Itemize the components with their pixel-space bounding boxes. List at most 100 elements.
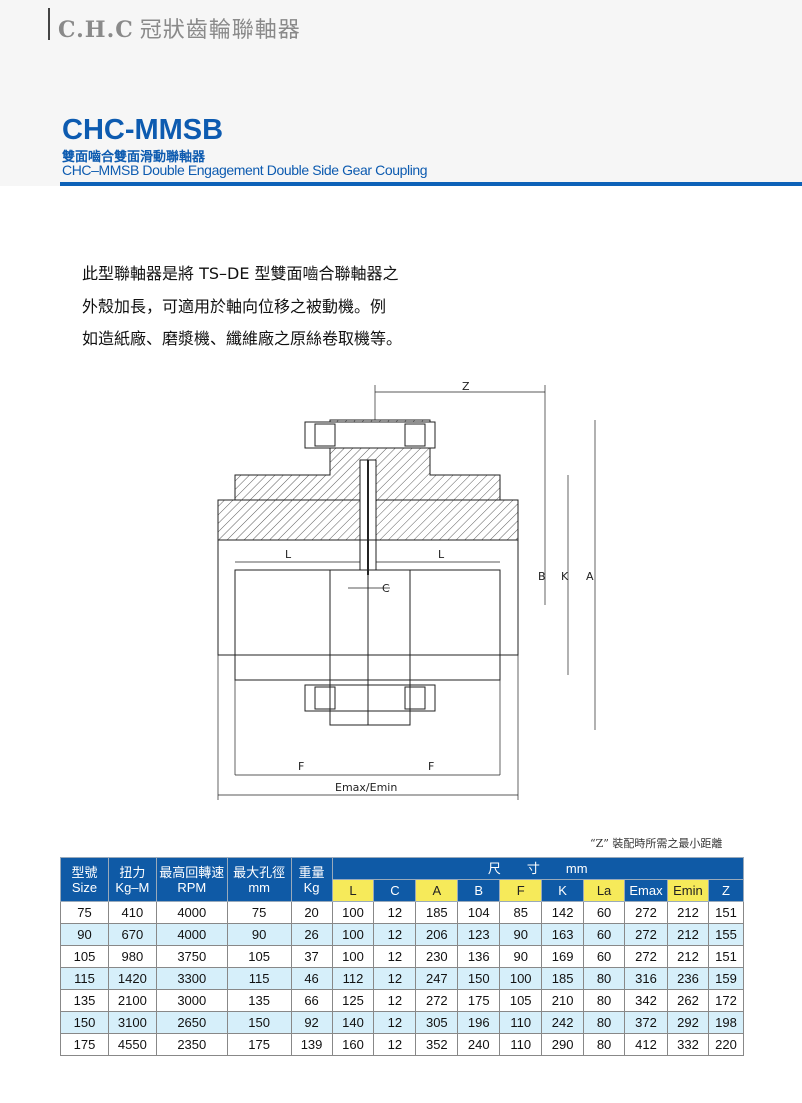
table-cell: 2650: [155, 1011, 228, 1034]
header-dim-l: L: [331, 879, 375, 902]
subtitle-cn: 雙面嚙合雙面滑動聯軸器: [62, 149, 206, 164]
table-cell: 75: [226, 901, 292, 924]
table-cell: 2100: [107, 989, 157, 1012]
table-cell: 305: [415, 1011, 459, 1034]
table-cell: 60: [583, 901, 626, 924]
table-cell: 175: [226, 1033, 292, 1056]
subtitle-en: CHC–MMSB Double Engagement Double Side G…: [62, 162, 428, 178]
table-cell: 92: [290, 1011, 333, 1034]
dim-label-k: K: [561, 570, 569, 583]
table-cell: 332: [666, 1033, 709, 1056]
table-cell: 80: [583, 967, 626, 990]
table-cell: 292: [666, 1011, 709, 1034]
table-cell: 220: [707, 1033, 745, 1056]
table-cell: 272: [415, 989, 459, 1012]
table-cell: 90: [499, 945, 543, 968]
table-cell: 12: [373, 989, 417, 1012]
coupling-drawing: Z L L C B K A F F Emax/Emin: [217, 380, 596, 800]
dim-label-f: F: [298, 760, 304, 773]
table-cell: 151: [707, 945, 745, 968]
table-cell: 206: [415, 923, 459, 946]
table-cell: 236: [666, 967, 709, 990]
table-cell: 212: [666, 945, 709, 968]
table-cell: 85: [499, 901, 543, 924]
table-cell: 1420: [107, 967, 157, 990]
table-cell: 90: [226, 923, 292, 946]
z-note: “Z” 裝配時所需之最小距離: [590, 837, 723, 850]
title-rule: [60, 182, 802, 186]
table-cell: 3000: [155, 989, 228, 1012]
table-cell: 12: [373, 923, 417, 946]
dim-label-z: Z: [462, 380, 470, 393]
table-cell: 247: [415, 967, 459, 990]
dim-label-l: L: [438, 548, 445, 561]
table-cell: 342: [624, 989, 668, 1012]
table-cell: 110: [499, 1011, 543, 1034]
table-cell: 80: [583, 1011, 626, 1034]
table-cell: 210: [541, 989, 585, 1012]
table-cell: 142: [541, 901, 585, 924]
table-cell: 172: [707, 989, 745, 1012]
table-cell: 115: [226, 967, 292, 990]
table-cell: 290: [541, 1033, 585, 1056]
table-cell: 90: [499, 923, 543, 946]
table-cell: 139: [290, 1033, 333, 1056]
table-cell: 123: [457, 923, 501, 946]
table-cell: 240: [457, 1033, 501, 1056]
table-cell: 230: [415, 945, 459, 968]
table-cell: 12: [373, 1011, 417, 1034]
table-cell: 37: [290, 945, 333, 968]
table-cell: 159: [707, 967, 745, 990]
table-cell: 12: [373, 967, 417, 990]
description-line: 如造紙廠、磨漿機、纖維廠之原絲卷取機等。: [82, 329, 403, 348]
header-band: [0, 0, 802, 186]
table-cell: 112: [331, 967, 375, 990]
table-cell: 12: [373, 945, 417, 968]
table-cell: 90: [60, 923, 109, 946]
header-dim-f: F: [499, 879, 543, 902]
table-cell: 12: [373, 1033, 417, 1056]
table-cell: 272: [624, 945, 668, 968]
table-cell: 160: [331, 1033, 375, 1056]
dim-label-e: Emax/Emin: [335, 781, 397, 794]
table-cell: 125: [331, 989, 375, 1012]
header-dimensions: 尺 寸 mm: [331, 857, 745, 880]
dim-label-c: C: [382, 582, 390, 595]
table-cell: 60: [583, 923, 626, 946]
table-cell: 135: [226, 989, 292, 1012]
table-cell: 151: [707, 901, 745, 924]
table-cell: 352: [415, 1033, 459, 1056]
brand-logo: C.H.C: [58, 17, 134, 43]
table-cell: 169: [541, 945, 585, 968]
table-cell: 3300: [155, 967, 228, 990]
table-cell: 4000: [155, 923, 228, 946]
table-cell: 105: [499, 989, 543, 1012]
table-cell: 66: [290, 989, 333, 1012]
table-cell: 135: [60, 989, 109, 1012]
table-cell: 100: [499, 967, 543, 990]
table-cell: 4000: [155, 901, 228, 924]
table-cell: 60: [583, 945, 626, 968]
header-dim-k: K: [541, 879, 585, 902]
table-cell: 3750: [155, 945, 228, 968]
table-cell: 115: [60, 967, 109, 990]
dim-label-b: B: [538, 570, 546, 583]
header-dim-emax: Emax: [624, 879, 668, 902]
table-cell: 316: [624, 967, 668, 990]
header-dim-b: B: [457, 879, 501, 902]
table-cell: 262: [666, 989, 709, 1012]
table-cell: 3100: [107, 1011, 157, 1034]
description-line: 外殼加長，可適用於軸向位移之被動機。例: [82, 297, 387, 316]
table-cell: 155: [707, 923, 745, 946]
table-cell: 150: [226, 1011, 292, 1034]
dim-label-f: F: [428, 760, 434, 773]
